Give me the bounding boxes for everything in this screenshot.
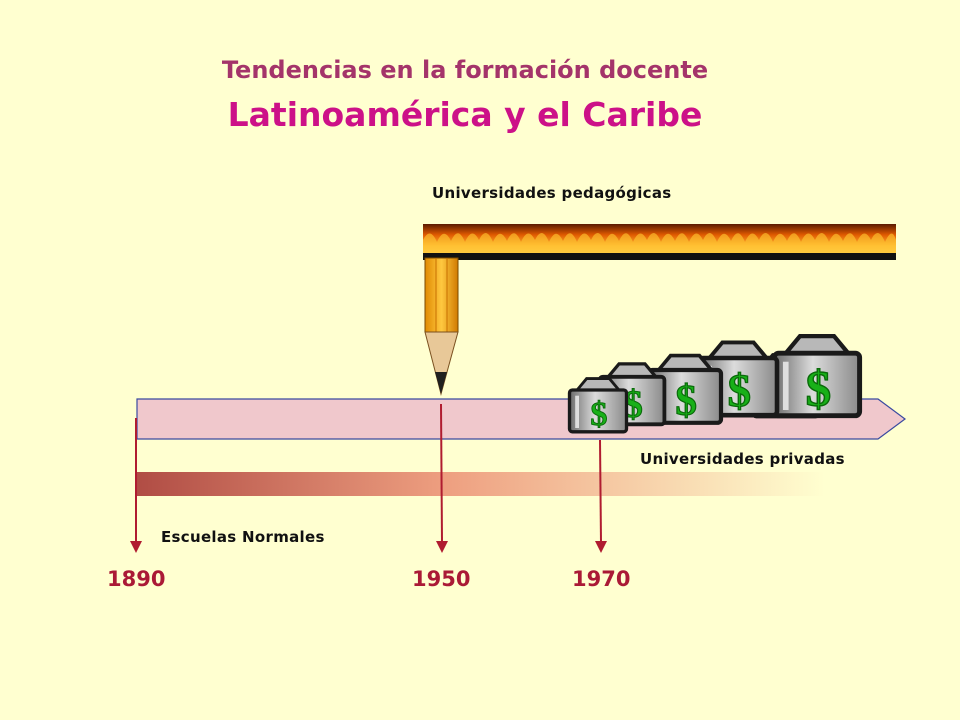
year-marker-1890: [130, 418, 142, 553]
year-1970: 1970: [572, 567, 631, 591]
title-line-2: Latinoamérica y el Caribe: [227, 95, 703, 134]
pencil-icon: [424, 257, 459, 396]
year-1890: 1890: [107, 567, 166, 591]
year-marker-1970: [595, 439, 607, 553]
flame-banner: [423, 224, 896, 260]
label-escuelas-normales: Escuelas Normales: [161, 528, 325, 546]
label-universidades-privadas: Universidades privadas: [640, 450, 845, 468]
year-1950: 1950: [412, 567, 471, 591]
escuelas-normales-bar: [135, 472, 825, 496]
title-line-1: Tendencias en la formación docente: [221, 56, 709, 84]
label-universidades-pedagogicas: Universidades pedagógicas: [432, 184, 672, 202]
year-marker-1950: [436, 403, 448, 553]
